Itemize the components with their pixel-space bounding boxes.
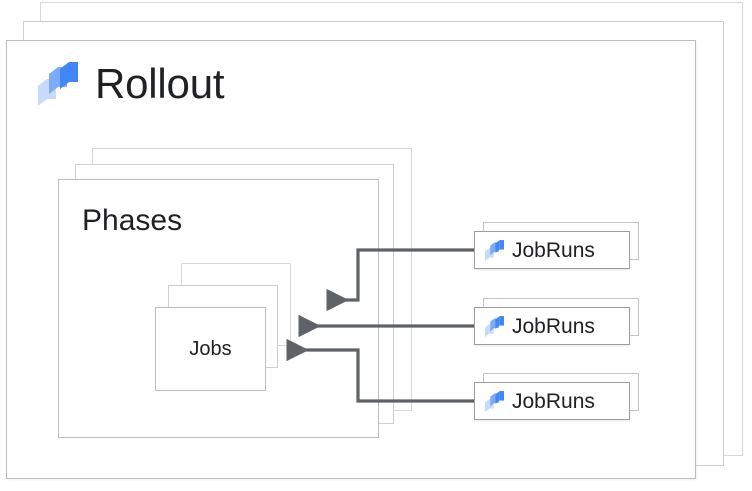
rollout-logo-icon — [485, 315, 504, 337]
jobrun-label: JobRuns — [512, 314, 595, 338]
jobrun-card-1[interactable]: JobRuns — [474, 231, 630, 269]
jobrun-label: JobRuns — [512, 238, 595, 262]
rollout-logo-icon — [485, 390, 504, 412]
jobrun-label: JobRuns — [512, 389, 595, 413]
rollout-logo-icon — [38, 62, 78, 106]
jobs-label: Jobs — [189, 337, 232, 360]
page-title: Rollout — [95, 60, 225, 107]
rollout-logo-icon — [485, 239, 504, 261]
rollout-header: Rollout — [38, 60, 225, 107]
jobs-stack-card-front — [155, 307, 266, 391]
jobrun-card-3[interactable]: JobRuns — [474, 382, 630, 420]
phases-label: Phases — [82, 204, 183, 237]
jobrun-card-2[interactable]: JobRuns — [474, 307, 630, 345]
